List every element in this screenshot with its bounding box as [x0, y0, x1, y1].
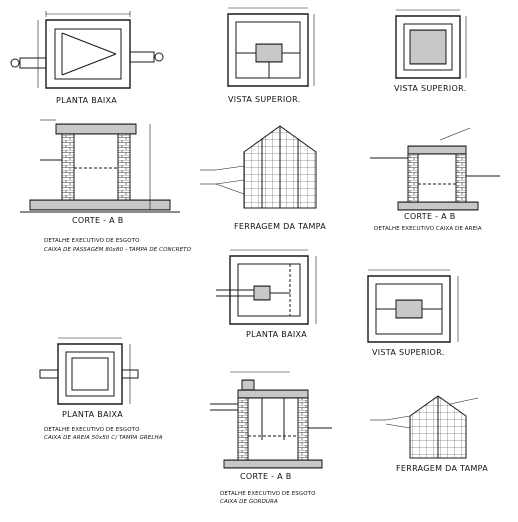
- detalhe-2-title: DETALHE EXECUTIVO CAIXA DE AREIA: [374, 226, 482, 232]
- planta-baixa-2-title: PLANTA BAIXA: [246, 330, 308, 339]
- planta-baixa-3-title: PLANTA BAIXA: [62, 410, 124, 419]
- planta-baixa-1-title: PLANTA BAIXA: [56, 96, 118, 105]
- ferragem-tampa-2-title: FERRAGEM DA TAMPA: [396, 464, 489, 473]
- vista-superior-2-drawing: [396, 10, 466, 78]
- corte-ab-2-drawing: [370, 128, 500, 210]
- corte-ab-3-drawing: [210, 372, 332, 468]
- corte-ab-1-title: CORTE - A B: [72, 216, 124, 225]
- vista-superior-3-title: VISTA SUPERIOR.: [372, 348, 445, 357]
- corte-ab-3-title: CORTE - A B: [240, 472, 292, 481]
- planta-baixa-2-drawing: [216, 250, 316, 324]
- detalhe-3-title: DETALHE EXECUTIVO DE ESGOTO: [44, 427, 140, 433]
- detalhe-4-title: DETALHE EXECUTIVO DE ESGOTO: [220, 491, 316, 497]
- planta-baixa-1-drawing: [11, 11, 163, 88]
- ferragem-tampa-1-title: FERRAGEM DA TAMPA: [234, 222, 327, 231]
- ferragem-tampa-1-drawing: [200, 126, 316, 208]
- detalhe-4-subtitle: CAIXA DE GORDURA: [220, 499, 278, 505]
- detalhe-3-subtitle: CAIXA DE AREIA 50x50 C/ TAMPA GRELHA: [44, 435, 163, 441]
- detalhe-1-subtitle: CAIXA DE PASSAGEM 80x80 - TAMPA DE CONCR…: [44, 247, 192, 253]
- vista-superior-2-title: VISTA SUPERIOR.: [394, 84, 467, 93]
- detalhe-1-title: DETALHE EXECUTIVO DE ESGOTO: [44, 238, 140, 244]
- planta-baixa-3-drawing: [40, 338, 138, 404]
- ferragem-tampa-2-drawing: [370, 396, 478, 458]
- vista-superior-1-title: VISTA SUPERIOR.: [228, 95, 301, 104]
- vista-superior-3-drawing: [368, 270, 458, 342]
- corte-ab-2-title: CORTE - A B: [404, 212, 456, 221]
- vista-superior-1-drawing: [228, 8, 314, 86]
- corte-ab-1-drawing: [20, 120, 180, 212]
